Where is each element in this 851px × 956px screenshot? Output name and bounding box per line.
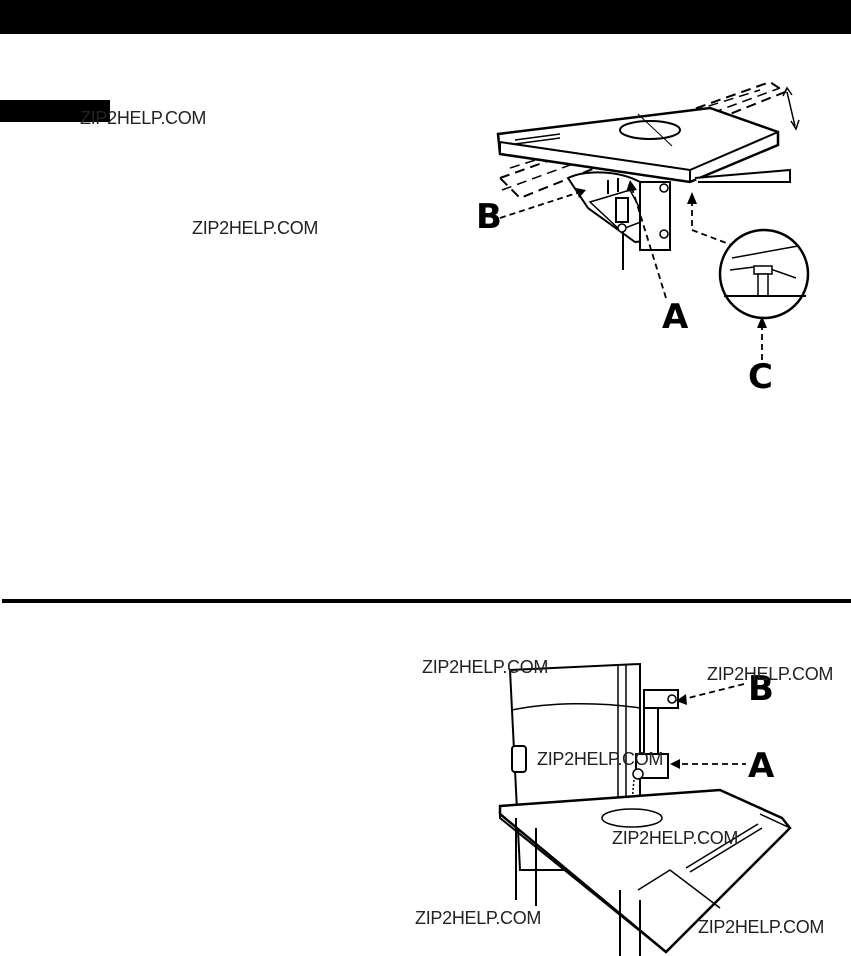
table-top <box>496 106 780 184</box>
watermark: ZIP2HELP.COM <box>537 749 664 769</box>
callout-c: C <box>748 357 773 397</box>
watermark: ZIP2HELP.COM <box>707 664 834 684</box>
watermark: ZIP2HELP.COM <box>415 908 542 928</box>
callout-b: B <box>476 197 502 237</box>
callout-b: B <box>748 669 774 709</box>
section-divider <box>2 599 851 603</box>
header-bar <box>0 0 851 34</box>
watermark: ZIP2HELP.COM <box>422 657 549 677</box>
watermark: ZIP2HELP.COM <box>698 917 825 937</box>
callout-a: A <box>748 746 775 786</box>
watermark: ZIP2HELP.COM <box>192 218 319 238</box>
table-tilt-figure: B A C <box>476 80 810 397</box>
callout-a: A <box>662 297 689 337</box>
blade-guide-figure: B A <box>498 662 792 956</box>
watermark: ZIP2HELP.COM <box>612 828 739 848</box>
section-tab <box>0 100 110 122</box>
watermark: ZIP2HELP.COM <box>80 108 207 128</box>
